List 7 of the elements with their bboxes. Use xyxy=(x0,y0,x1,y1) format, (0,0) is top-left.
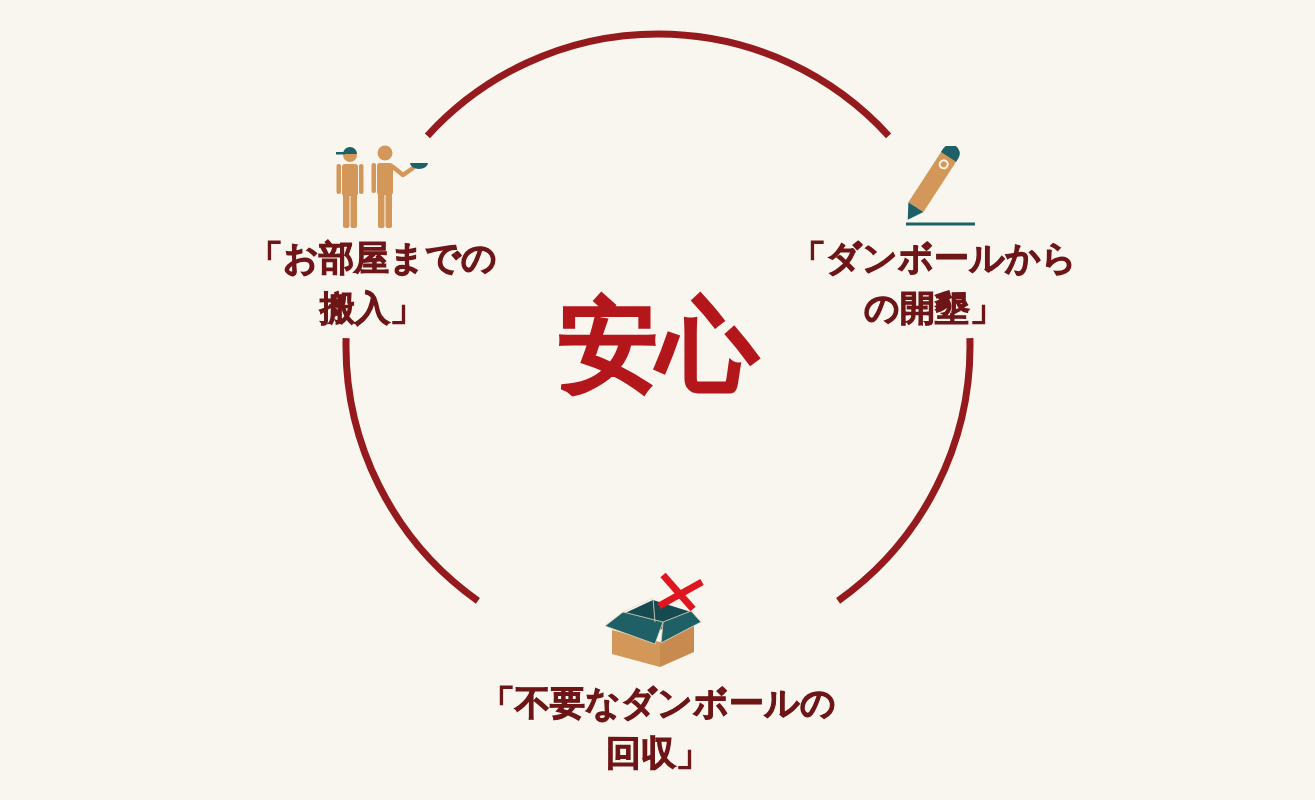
step-label: 「ダンボールからの開墾」 xyxy=(790,237,1078,330)
arc-connector xyxy=(342,337,481,604)
arc-connector xyxy=(424,31,892,139)
step-label: 「不要なダンボールの回収」 xyxy=(479,682,837,775)
step-label: 「お部屋までの搬入」 xyxy=(247,237,498,330)
arc-connector xyxy=(835,337,974,604)
center-label: 安心 xyxy=(557,290,760,402)
